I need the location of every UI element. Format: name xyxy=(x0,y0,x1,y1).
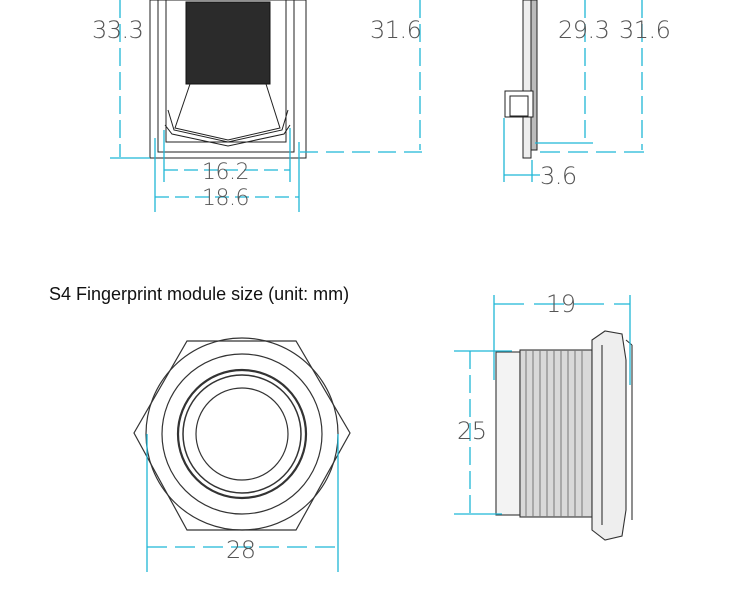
s4-front-view xyxy=(133,337,351,531)
dim-height-33-3: 33.3 xyxy=(92,16,144,44)
s4-side-view xyxy=(495,330,633,541)
top-front-view xyxy=(149,0,307,159)
dim-height-31-6-side: 31.6 xyxy=(619,16,671,44)
section-title: S4 Fingerprint module size (unit: mm) xyxy=(49,284,350,304)
top-side-view xyxy=(504,0,538,159)
dim-width-16-2: 16.2 xyxy=(202,160,249,185)
dim-width-18-6: 18.6 xyxy=(202,186,249,211)
dim-diameter-25: 25 xyxy=(457,417,487,445)
dim-height-29-3: 29.3 xyxy=(558,16,610,44)
dim-length-19: 19 xyxy=(546,290,576,318)
dim-width-28: 28 xyxy=(226,536,256,564)
dim-depth-3-6: 3.6 xyxy=(540,162,577,190)
dim-height-31-6-front: 31.6 xyxy=(370,16,422,44)
